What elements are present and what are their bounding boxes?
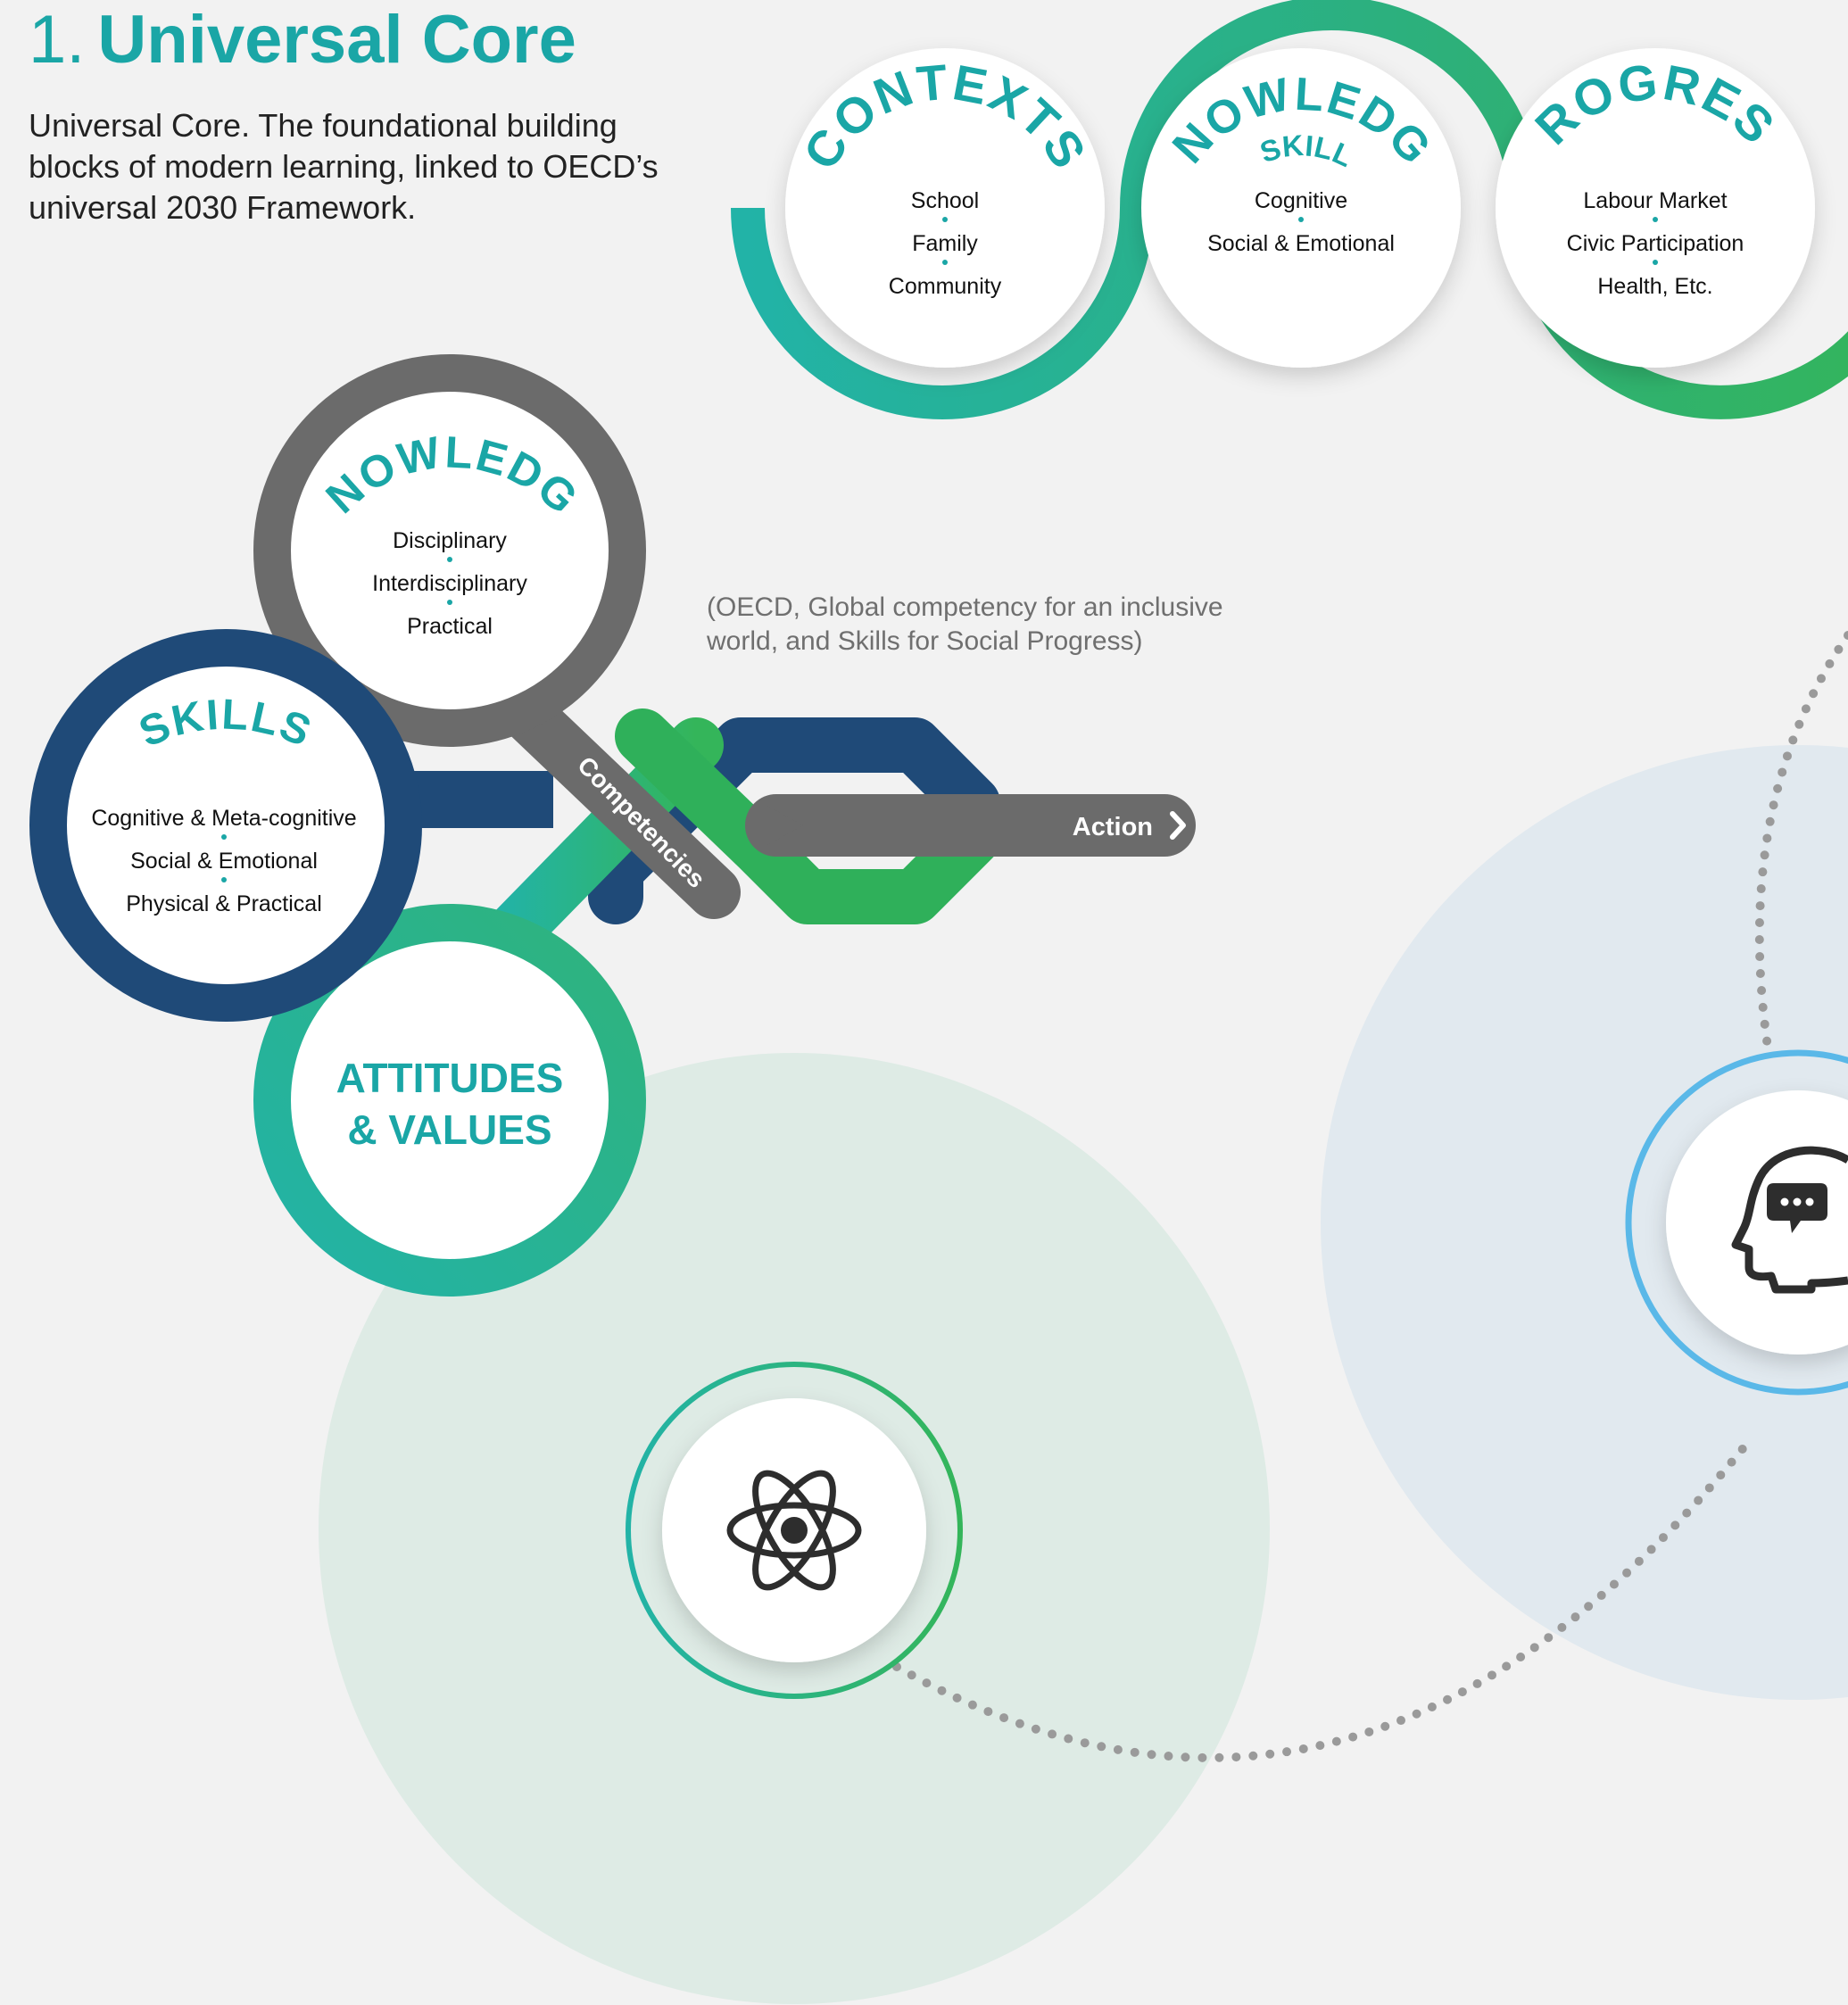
page-title: Universal Core [97,2,576,78]
skills-circle: SKILLS Cognitive & Meta-cognitive Social… [29,629,422,1022]
section-number: 1. [29,2,86,78]
atom-icon [726,1470,862,1591]
head-speech-icon [1731,1146,1848,1294]
knowledge-skills-item: Social & Emotional [1207,231,1395,256]
contexts-item: Community [889,274,1002,299]
progress-item: Civic Participation [1567,231,1744,256]
attitudes-title: ATTITUDES [336,1055,564,1101]
knowledge-item: Disciplinary [393,528,507,553]
knowledge-item: Interdisciplinary [372,571,527,596]
progress-item: Labour Market [1583,188,1727,213]
action-label: Action [1073,813,1153,841]
skills-item: Cognitive & Meta-cognitive [91,806,356,831]
dotted-connector-right [1754,631,1848,1057]
background-circle-blue [1321,745,1848,1700]
attitudes-values-circle: ATTITUDES & VALUES [253,904,646,1297]
skills-item: Physical & Practical [126,891,322,916]
chevron-right-icon [1170,811,1186,840]
citation-text: (OECD, Global competency for an inclusiv… [707,592,1223,656]
knowledge-skills-item: Cognitive [1255,188,1347,213]
contexts-circle: CONTEXTS School Family Community [785,48,1105,368]
page-heading: 1.Universal Core [29,0,576,80]
dotted-connector-bottom [892,1437,1753,1762]
skills-item: Social & Emotional [130,849,318,874]
values-title: & VALUES [347,1106,551,1153]
knowledge-item: Practical [407,614,493,639]
intro-text: Universal Core. The foundational buildin… [29,107,659,226]
contexts-item: School [911,188,979,213]
head-speech-node [1625,1049,1848,1396]
atom-node [626,1362,963,1699]
contexts-item: Family [912,231,978,256]
progress-item: Health, Etc. [1597,274,1712,299]
